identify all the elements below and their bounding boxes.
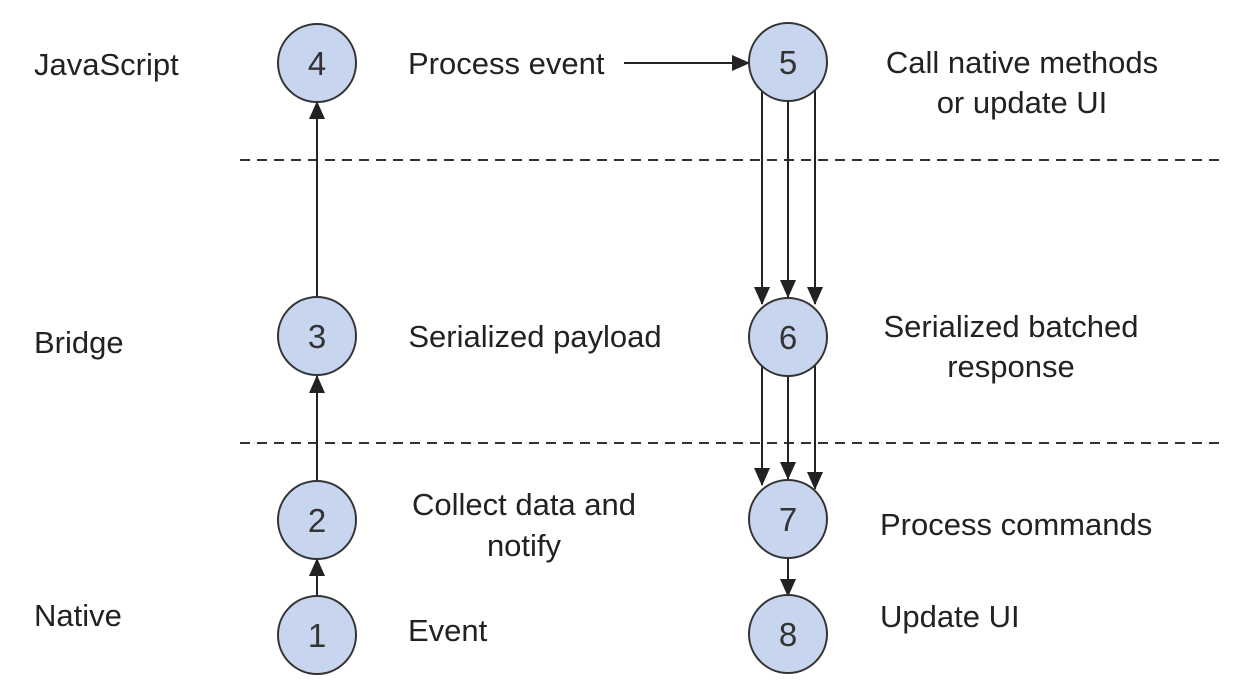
node-5: 5 [748, 22, 828, 102]
node-4-number: 4 [308, 45, 326, 82]
node-1-number: 1 [308, 617, 326, 654]
node-5-number: 5 [779, 44, 797, 81]
node-3-circle [277, 296, 357, 376]
node-6-circle [748, 297, 828, 377]
step-label-6-line-2: response [947, 349, 1075, 384]
node-4-circle [277, 23, 357, 103]
node-1: 1 [277, 595, 357, 675]
step-label-1: Event [408, 613, 488, 648]
node-2-number: 2 [308, 502, 326, 539]
node-4: 4 [277, 23, 357, 103]
edges [309, 55, 823, 597]
node-8-circle [748, 594, 828, 674]
node-1-circle [277, 595, 357, 675]
node-6-number: 6 [779, 319, 797, 356]
node-3-number: 3 [308, 318, 326, 355]
node-7-circle [748, 479, 828, 559]
step-label-2-line-1: Collect data and [412, 487, 636, 522]
step-label-3: Serialized payload [408, 319, 661, 354]
step-label-5-line-2: or update UI [937, 85, 1108, 120]
layer-label-javascript: JavaScript [34, 47, 179, 82]
step-label-5-line-1: Call native methods [886, 45, 1158, 80]
node-7-number: 7 [779, 501, 797, 538]
step-label-4: Process event [408, 46, 605, 81]
node-2: 2 [277, 480, 357, 560]
node-7: 7 [748, 479, 828, 559]
step-label-7: Process commands [880, 507, 1152, 542]
step-label-8: Update UI [880, 599, 1020, 634]
node-6: 6 [748, 297, 828, 377]
node-8: 8 [748, 594, 828, 674]
step-label-6-line-1: Serialized batched [883, 309, 1138, 344]
node-8-number: 8 [779, 616, 797, 653]
layer-label-bridge: Bridge [34, 325, 124, 360]
node-5-circle [748, 22, 828, 102]
node-2-circle [277, 480, 357, 560]
node-3: 3 [277, 296, 357, 376]
layer-label-native: Native [34, 598, 122, 633]
step-label-2-line-2: notify [487, 528, 562, 563]
